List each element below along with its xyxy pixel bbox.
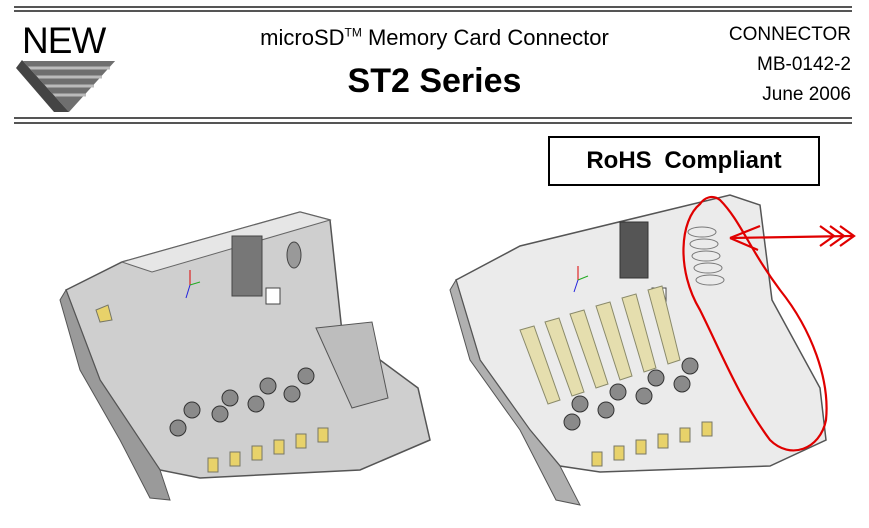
axis-icon-right: [573, 266, 589, 293]
series-title: ST2 Series: [347, 62, 522, 100]
header-rule: [14, 117, 852, 119]
triangle-logo-icon: [16, 59, 116, 112]
top-rule: [14, 6, 852, 8]
trademark-mark: TM: [344, 25, 362, 40]
arrow-annotation-icon: [682, 195, 856, 452]
product-rest: Memory Card Connector: [361, 25, 609, 50]
contact-holes-left: [169, 367, 315, 437]
contact-springs-right: [519, 285, 681, 405]
document-meta: CONNECTOR MB-0142-2 June 2006: [729, 20, 851, 110]
connector-image-right: [449, 194, 827, 506]
product-subtitle: microSDTM Memory Card Connector: [0, 25, 869, 51]
header-rule-2: [14, 122, 852, 124]
meta-type: CONNECTOR: [728, 24, 851, 45]
rohs-badge: RoHS Compliant: [548, 136, 820, 186]
contact-holes-right: [563, 357, 699, 431]
meta-date: June 2006: [762, 84, 851, 105]
axis-icon-left: [185, 270, 201, 299]
gold-pins-left: [207, 427, 329, 473]
product-name: microSD: [260, 25, 345, 50]
meta-doc-number: MB-0142-2: [757, 54, 851, 75]
gold-pins-right: [591, 421, 713, 467]
connector-image-left: [59, 211, 431, 501]
new-logo: [16, 59, 116, 112]
spring-coil-right: [687, 226, 725, 286]
top-rule-2: [14, 10, 852, 12]
logo-text: NEW: [22, 20, 106, 61]
